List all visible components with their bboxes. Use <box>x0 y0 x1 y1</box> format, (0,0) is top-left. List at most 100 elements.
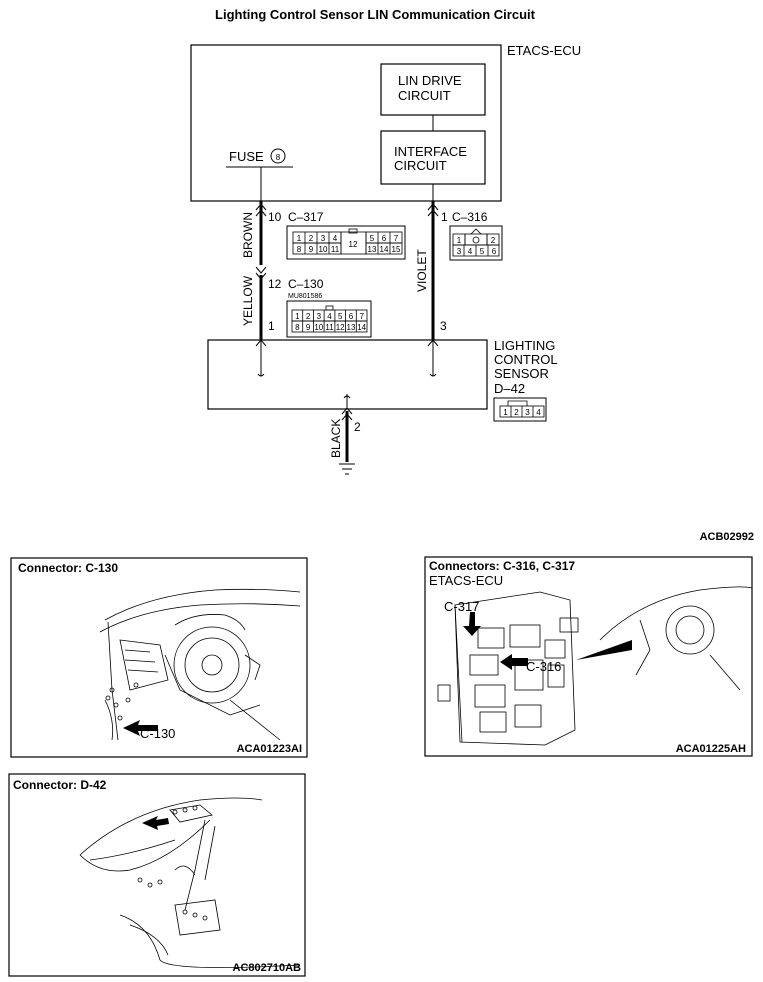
panel-c316-code: ACA01225AH <box>676 743 746 755</box>
svg-text:3: 3 <box>525 408 530 417</box>
svg-text:13: 13 <box>368 245 377 254</box>
svg-text:11: 11 <box>331 245 340 254</box>
panel-d42-title: Connector: D-42 <box>13 778 107 792</box>
svg-text:12: 12 <box>336 323 345 332</box>
panel-c316-c317: Connectors: C-316, C-317 ETACS-ECU C-317 <box>424 556 753 757</box>
svg-text:6: 6 <box>492 247 497 256</box>
wire-color-brown: BROWN <box>241 212 255 258</box>
fuse-label: FUSE <box>229 149 264 164</box>
dashboard-illustration <box>99 588 301 741</box>
panel-d42-code: AC802710AB <box>233 962 302 974</box>
svg-text:8: 8 <box>297 245 302 254</box>
panel-c316-callout-c317: C-317 <box>444 599 479 614</box>
pointer-wedge <box>576 640 632 660</box>
right-wire <box>427 201 439 377</box>
connector-c317-pins: 1 2 3 4 12 5 6 7 8 9 10 11 13 14 15 <box>297 234 401 254</box>
left-wire <box>255 201 267 377</box>
c317-name: C–317 <box>288 210 324 224</box>
svg-text:4: 4 <box>327 312 332 321</box>
svg-text:4: 4 <box>468 247 473 256</box>
lin-drive-line1: LIN DRIVE <box>398 73 462 88</box>
svg-text:4: 4 <box>536 408 541 417</box>
connector-d42-pins: 1 2 3 4 <box>503 408 541 417</box>
connector-d42 <box>493 397 547 422</box>
svg-text:1: 1 <box>503 408 508 417</box>
c316-name: C–316 <box>452 210 488 224</box>
svg-text:14: 14 <box>357 323 366 332</box>
svg-text:10: 10 <box>319 245 328 254</box>
connector-c316 <box>449 225 503 261</box>
sensor-label-line3: SENSOR <box>494 366 549 381</box>
svg-text:1: 1 <box>297 234 302 243</box>
svg-text:13: 13 <box>347 323 356 332</box>
wire-color-violet: VIOLET <box>415 249 429 292</box>
svg-text:9: 9 <box>306 323 311 332</box>
interface-line2: CIRCUIT <box>394 158 447 173</box>
sensor-pin-3: 3 <box>440 319 447 333</box>
arrow-icon <box>123 720 158 736</box>
wire-color-yellow: YELLOW <box>241 275 255 326</box>
etacs-ecu-illustration <box>437 586 753 746</box>
svg-text:14: 14 <box>380 245 389 254</box>
svg-text:4: 4 <box>333 234 338 243</box>
arrow-c317-icon <box>463 612 481 636</box>
lin-drive-line2: CIRCUIT <box>398 88 451 103</box>
panel-c316-title: Connectors: C-316, C-317 <box>429 559 575 573</box>
panel-c130-callout: C-130 <box>140 726 175 741</box>
ground-wire <box>341 394 353 462</box>
panel-c130-code: ACA01223AI <box>237 743 302 755</box>
svg-text:12: 12 <box>349 240 358 249</box>
svg-text:2: 2 <box>309 234 314 243</box>
svg-text:7: 7 <box>359 312 364 321</box>
ground-symbol <box>339 463 355 475</box>
sensor-label-line2: CONTROL <box>494 352 558 367</box>
connector-c316-pins: 1 2 3 4 5 6 <box>457 236 497 256</box>
diagram-code: ACB02992 <box>700 531 754 543</box>
svg-text:3: 3 <box>457 247 462 256</box>
c130-name: C–130 <box>288 277 324 291</box>
svg-text:9: 9 <box>309 245 314 254</box>
svg-text:10: 10 <box>314 323 323 332</box>
connector-c130 <box>286 300 372 338</box>
c316-pin-number: 1 <box>441 210 448 224</box>
etacs-ecu-label: ETACS-ECU <box>507 43 581 58</box>
svg-text:7: 7 <box>394 234 399 243</box>
svg-text:15: 15 <box>392 245 401 254</box>
svg-text:8: 8 <box>295 323 300 332</box>
svg-text:11: 11 <box>325 323 334 332</box>
etacs-ecu-box <box>190 44 502 202</box>
sensor-pin-1: 1 <box>268 319 275 333</box>
svg-text:2: 2 <box>306 312 311 321</box>
svg-text:2: 2 <box>514 408 519 417</box>
svg-text:5: 5 <box>370 234 375 243</box>
panel-c130-title: Connector: C-130 <box>18 561 118 575</box>
diagram-title: Lighting Control Sensor LIN Communicatio… <box>215 7 536 22</box>
wire-color-black: BLACK <box>329 419 343 458</box>
svg-text:5: 5 <box>338 312 343 321</box>
c130-pin-number: 12 <box>268 277 282 291</box>
fuse-number: 8 <box>276 153 281 162</box>
connector-c317 <box>286 225 406 260</box>
panel-c130: Connector: C-130 C-130 ACA01223AI <box>10 557 308 758</box>
svg-text:1: 1 <box>457 236 462 245</box>
roof-illustration <box>79 797 301 968</box>
sensor-connector-label: D–42 <box>494 381 525 396</box>
svg-text:3: 3 <box>317 312 322 321</box>
svg-text:1: 1 <box>295 312 300 321</box>
connector-c130-pins: 1 2 3 4 5 6 7 8 9 10 11 12 13 14 <box>295 312 367 332</box>
fuse-number-circle <box>270 148 286 164</box>
svg-text:5: 5 <box>480 247 485 256</box>
svg-text:2: 2 <box>491 236 496 245</box>
arrow-d42-icon <box>142 816 169 830</box>
svg-text:3: 3 <box>321 234 326 243</box>
panel-d42: Connector: D-42 AC802710AB <box>8 773 306 977</box>
c130-part-number: MU801586 <box>288 293 322 300</box>
sensor-label-line1: LIGHTING <box>494 338 555 353</box>
interface-line1: INTERFACE <box>394 144 467 159</box>
ground-pin-number: 2 <box>354 420 361 434</box>
svg-text:6: 6 <box>349 312 354 321</box>
svg-text:6: 6 <box>382 234 387 243</box>
panel-c316-ecu: ETACS-ECU <box>429 573 503 588</box>
